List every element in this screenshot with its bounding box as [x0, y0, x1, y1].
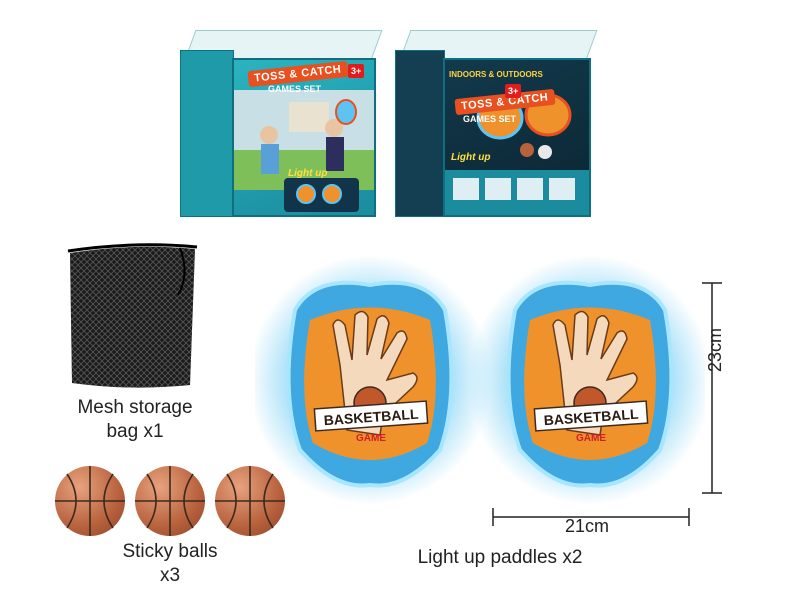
- light-up-paddles: BASKETBALL GAME BASKETBALL GAME: [255, 255, 705, 505]
- mesh-bag-label-line2: bag x1: [106, 421, 164, 442]
- ball-seams: [55, 466, 285, 536]
- sticky-balls-label: Sticky balls x3: [100, 540, 240, 588]
- mesh-bag-label: Mesh storage bag x1: [40, 396, 230, 444]
- height-dimension-label: 23cm: [705, 327, 725, 372]
- paddle-right-subtitle: GAME: [576, 433, 606, 444]
- paddle-left-title: BASKETBALL: [323, 406, 419, 429]
- paddle-left: [255, 255, 492, 505]
- mesh-storage-bag: [67, 243, 198, 388]
- width-dimension-line: [492, 508, 690, 526]
- age-badge: 3+: [348, 64, 365, 78]
- paddles-photo: [445, 93, 589, 215]
- width-dimension-label: 21cm: [565, 516, 610, 536]
- sticky-balls-label-line2: x3: [159, 565, 181, 586]
- box-side: [395, 50, 445, 217]
- mesh-bag-label-line1: Mesh storage: [77, 397, 193, 418]
- light-up-text: Light up: [288, 168, 328, 179]
- paddles-label: Light up paddles x2: [417, 547, 583, 568]
- light-up-text: Light up: [451, 152, 491, 163]
- product-box-back-view: TOSS & CATCH GAMES SET INDOORS & OUTDOOR…: [395, 30, 598, 217]
- box-subtitle-games-set: GAMES SET: [268, 84, 322, 94]
- box-front-panel: TOSS & CATCH GAMES SET 3+ Light up: [232, 58, 376, 217]
- paddle-left-subtitle: GAME: [356, 433, 386, 444]
- paddle-right-title: BASKETBALL: [543, 406, 639, 429]
- product-box-front-view: TOSS & CATCH GAMES SET 3+ Light up: [180, 30, 383, 217]
- box-side: [180, 50, 234, 217]
- paddle-right: [468, 255, 705, 505]
- box-subtitle-games-set: GAMES SET: [463, 114, 517, 124]
- height-dimension-line: [702, 282, 722, 494]
- indoors-outdoors-text: INDOORS & OUTDOORS: [449, 70, 543, 79]
- sticky-balls-label-line1: Sticky balls: [122, 541, 218, 562]
- age-badge: 3+: [505, 84, 522, 98]
- box-front-panel: TOSS & CATCH GAMES SET INDOORS & OUTDOOR…: [443, 58, 591, 217]
- kids-playing-photo: [234, 90, 374, 212]
